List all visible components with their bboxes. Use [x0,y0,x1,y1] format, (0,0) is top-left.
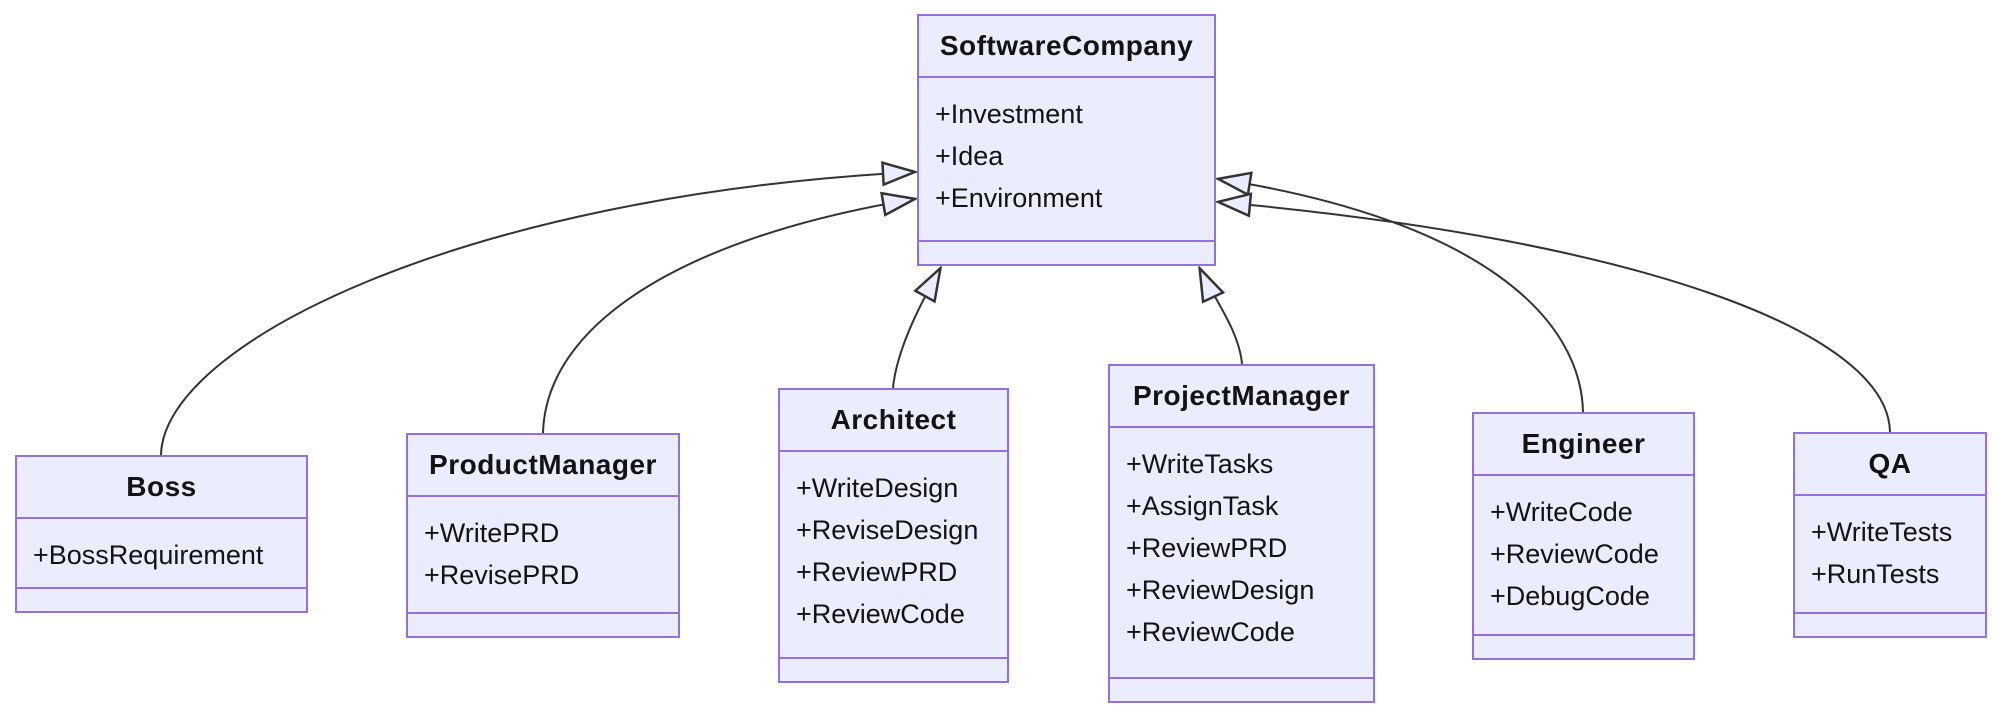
member-line: +WriteTasks [1126,449,1274,479]
class-engineer-methods-empty [1474,634,1693,658]
class-projectmanager-title: ProjectManager [1110,366,1373,428]
class-engineer-members: +WriteCode +ReviewCode +DebugCode [1474,476,1693,634]
member-line: +RevisePRD [424,560,580,590]
member-line: +BossRequirement [33,540,264,570]
edge-qa-inherits-softwarecompany [1219,202,1891,433]
member-line: +WriteDesign [796,473,959,503]
class-engineer: Engineer +WriteCode +ReviewCode +DebugCo… [1472,412,1695,660]
edge-architect-inherits-softwarecompany [892,269,940,389]
edge-projectmanager-inherits-softwarecompany [1200,269,1243,365]
member-line: +WriteCode [1490,497,1633,527]
member-line: +WritePRD [424,518,560,548]
class-architect-title: Architect [780,390,1007,452]
member-line: +Environment [935,183,1103,213]
edge-productmanager-inherits-softwarecompany [542,199,914,434]
class-projectmanager-members: +WriteTasks +AssignTask +ReviewPRD +Revi… [1110,428,1373,677]
member-line: +ReviewCode [1490,539,1659,569]
class-productmanager-title: ProductManager [408,435,678,497]
edge-boss-inherits-softwarecompany [160,172,914,456]
class-productmanager: ProductManager +WritePRD +RevisePRD [406,433,680,638]
class-productmanager-members: +WritePRD +RevisePRD [408,497,678,612]
class-qa-title: QA [1795,434,1985,496]
class-softwarecompany-title: SoftwareCompany [919,16,1214,78]
class-boss-methods-empty [17,587,306,611]
class-projectmanager: ProjectManager +WriteTasks +AssignTask +… [1108,364,1375,703]
member-line: +ReviewPRD [796,557,958,587]
class-softwarecompany-methods-empty [919,240,1214,264]
class-engineer-title: Engineer [1474,414,1693,476]
class-projectmanager-methods-empty [1110,677,1373,701]
class-architect: Architect +WriteDesign +ReviseDesign +Re… [778,388,1009,683]
member-line: +DebugCode [1490,581,1650,611]
member-line: +AssignTask [1126,491,1279,521]
member-line: +Investment [935,99,1083,129]
member-line: +ReviewPRD [1126,533,1288,563]
class-boss: Boss +BossRequirement [15,455,308,613]
class-boss-members: +BossRequirement [17,519,306,587]
class-boss-title: Boss [17,457,306,519]
member-line: +WriteTests [1811,517,1953,547]
class-qa-methods-empty [1795,612,1985,636]
class-architect-methods-empty [780,657,1007,681]
member-line: +ReviewCode [1126,617,1295,647]
class-qa: QA +WriteTests +RunTests [1793,432,1987,638]
class-softwarecompany: SoftwareCompany +Investment +Idea +Envir… [917,14,1216,266]
class-productmanager-methods-empty [408,612,678,636]
member-line: +RunTests [1811,559,1940,589]
member-line: +ReviewCode [796,599,965,629]
member-line: +Idea [935,141,1004,171]
edge-engineer-inherits-softwarecompany [1219,179,1584,413]
member-line: +ReviewDesign [1126,575,1315,605]
class-qa-members: +WriteTests +RunTests [1795,496,1985,612]
class-softwarecompany-members: +Investment +Idea +Environment [919,78,1214,240]
class-architect-members: +WriteDesign +ReviseDesign +ReviewPRD +R… [780,452,1007,657]
member-line: +ReviseDesign [796,515,979,545]
